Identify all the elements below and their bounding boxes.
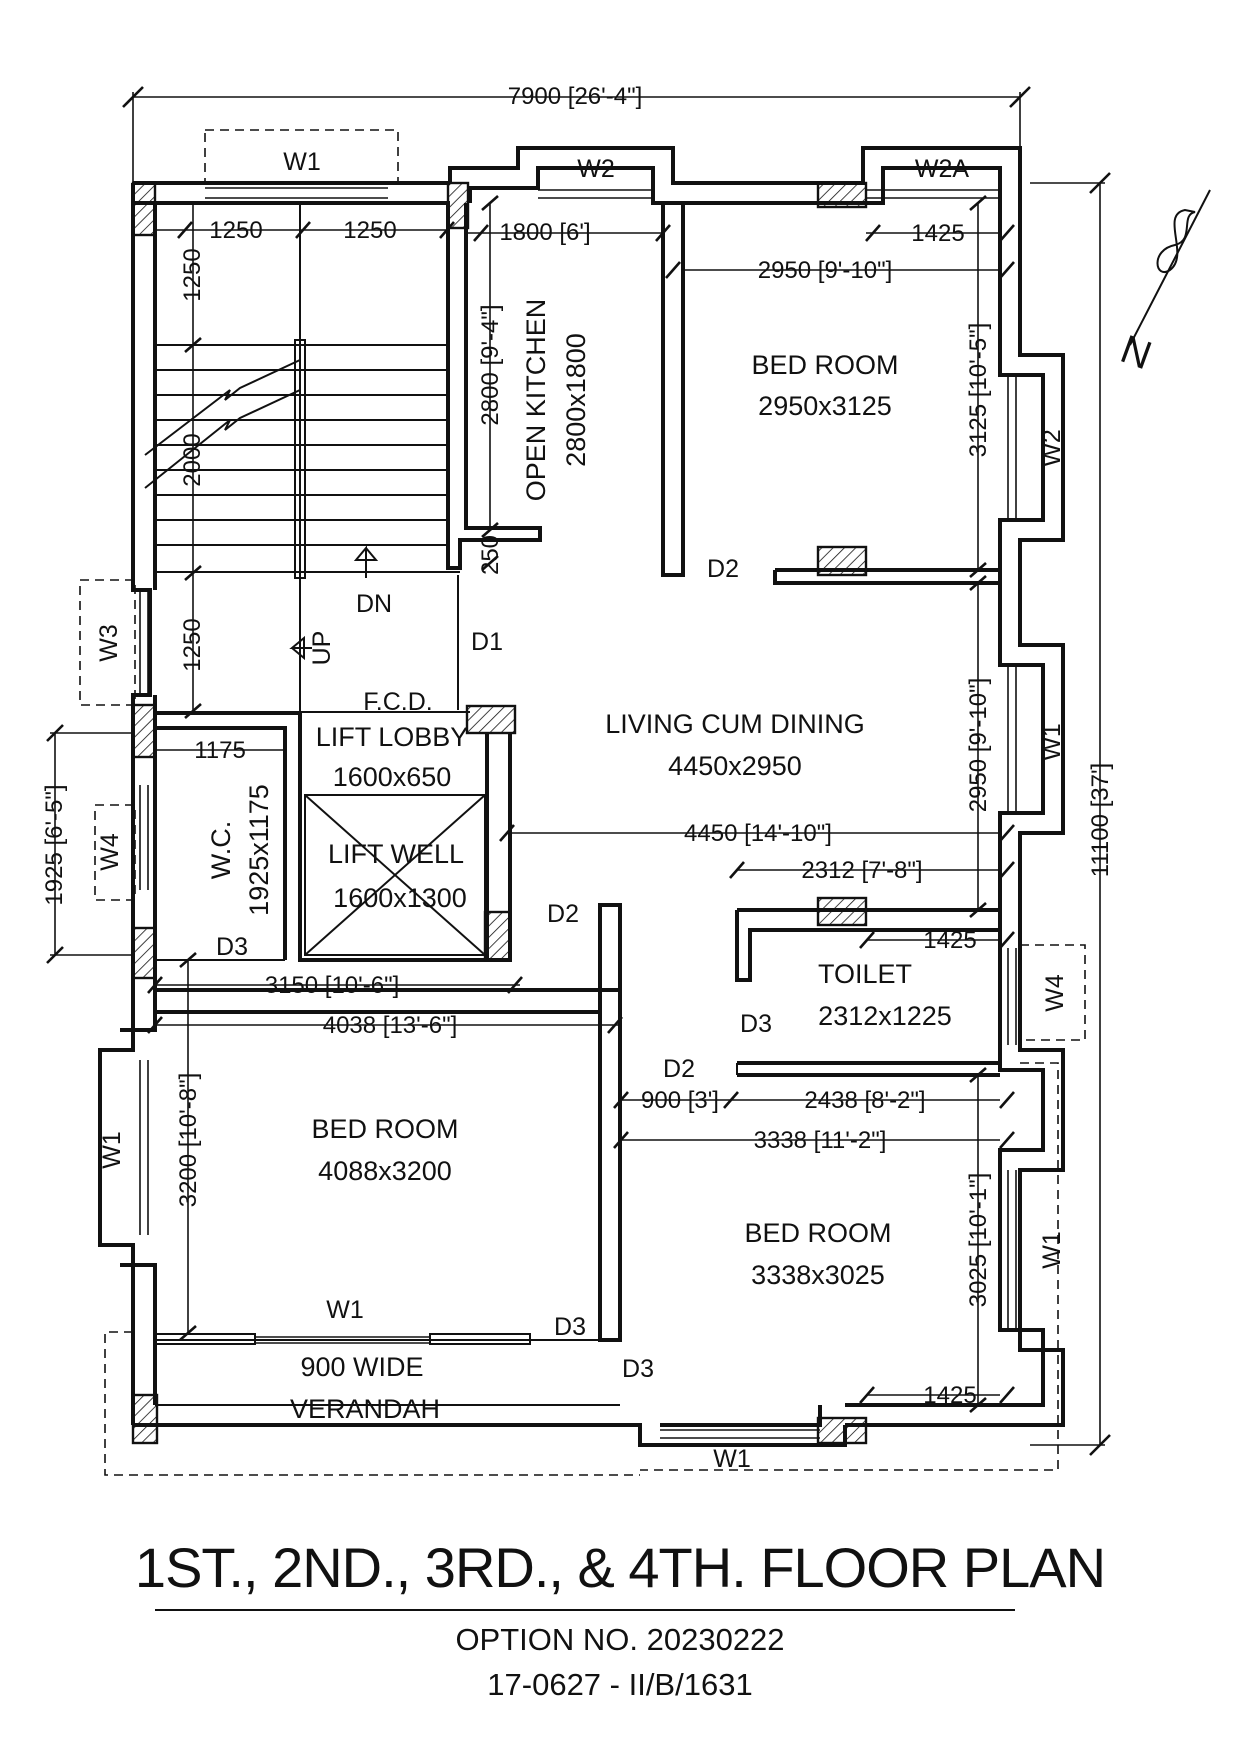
overall-width-dim: 7900 [26'-4"]: [508, 83, 643, 110]
door-d3-verandah: D3: [622, 1355, 654, 1383]
door-d2-lift: D2: [547, 900, 579, 928]
dim-1250-c: 1250: [179, 248, 206, 301]
bed-room-se-name: BED ROOM: [744, 1218, 891, 1248]
dim-2800: 2800 [9'-4"]: [477, 304, 504, 425]
dim-2000: 2000: [179, 433, 206, 486]
lift-lobby-name: LIFT LOBBY: [316, 722, 469, 752]
bed-room-sw-size: 4088x3200: [318, 1156, 452, 1186]
dim-1250-d: 1250: [179, 618, 206, 671]
dim-4450: 4450 [14'-10"]: [684, 820, 832, 847]
north-arrow-icon: N: [1115, 189, 1211, 378]
dim-1425-bottom: 1425: [923, 1382, 976, 1409]
title-underline: [155, 1609, 1015, 1611]
window-w1-left: W1: [98, 1131, 126, 1169]
dim-3200: 3200 [10'-8"]: [175, 1073, 202, 1208]
window-w4-left: W4: [96, 833, 124, 871]
window-w2-top: W2: [577, 155, 615, 183]
door-d2-ne: D2: [707, 555, 739, 583]
dim-1800: 1800 [6']: [499, 219, 590, 246]
dim-900: 900 [3']: [641, 1087, 719, 1114]
door-d2-se: D2: [663, 1055, 695, 1083]
interior-walls: [155, 203, 1002, 1342]
open-kitchen-size: 2800x1800: [561, 333, 591, 467]
dim-3338: 3338 [11'-2"]: [754, 1127, 887, 1154]
dimension-lines: [46, 86, 1111, 1456]
dim-1425-top: 1425: [911, 220, 964, 247]
window-w3-left: W3: [95, 624, 123, 662]
windows: [79, 129, 1086, 1476]
plan-labels: 7900 [26'-4"] 11100 [37'] 1250 1250 1250…: [41, 83, 1114, 1473]
fcd-label: F.C.D.: [363, 688, 432, 716]
dim-1925: 1925 [6'-5"]: [41, 784, 68, 905]
window-w1-bottom: W1: [713, 1445, 751, 1473]
dim-1250-b: 1250: [343, 217, 396, 244]
verandah-line2: VERANDAH: [290, 1394, 440, 1424]
window-w2-right: W2: [1038, 429, 1066, 467]
wc-size: 1925x1175: [244, 784, 274, 916]
dim-2950-h: 2950 [9'-10"]: [965, 678, 992, 813]
bed-room-se-size: 3338x3025: [751, 1260, 885, 1290]
toilet-size: 2312x1225: [818, 1001, 952, 1031]
drawing-title: 1ST., 2ND., 3RD., & 4TH. FLOOR PLAN: [134, 1536, 1106, 1599]
window-w2a-top: W2A: [915, 155, 970, 183]
bed-room-sw-name: BED ROOM: [311, 1114, 458, 1144]
living-size: 4450x2950: [668, 751, 802, 781]
lift-well: [304, 794, 486, 956]
wc-name: W.C.: [206, 821, 236, 880]
dim-3025: 3025 [10'-1"]: [965, 1173, 992, 1308]
staircase: [144, 203, 470, 713]
lift-well-size: 1600x1300: [333, 883, 467, 913]
dim-3125: 3125 [10'-5"]: [965, 323, 992, 458]
option-number: OPTION NO. 20230222: [455, 1622, 785, 1657]
window-w1-bedroom: W1: [326, 1296, 364, 1324]
outer-walls: [98, 146, 1065, 1447]
stair-up-label: UP: [308, 631, 336, 666]
dim-1425-mid: 1425: [923, 927, 976, 954]
bed-room-ne-size: 2950x3125: [758, 391, 892, 421]
dim-3150: 3150 [10'-6"]: [265, 972, 400, 999]
window-w1-right-lower: W1: [1038, 1231, 1066, 1269]
living-name: LIVING CUM DINING: [605, 709, 865, 739]
dim-4038: 4038 [13'-6"]: [323, 1012, 458, 1039]
overall-height-dim: 11100 [37']: [1087, 763, 1114, 877]
stair-dn-label: DN: [356, 590, 392, 618]
dim-1250-a: 1250: [209, 217, 262, 244]
bed-room-ne-name: BED ROOM: [751, 350, 898, 380]
columns: [131, 181, 868, 1445]
window-w1-right: W1: [1038, 723, 1066, 761]
window-w4-right: W4: [1041, 974, 1069, 1012]
dim-250: 250: [477, 535, 504, 575]
dim-2312: 2312 [7'-8"]: [801, 857, 922, 884]
dim-2950-w: 2950 [9'-10"]: [758, 257, 893, 284]
door-d3-bed: D3: [554, 1313, 586, 1341]
svg-text:N: N: [1115, 327, 1157, 378]
door-d3-toilet: D3: [740, 1010, 772, 1038]
floor-plan-drawing: N 7900 [26'-4"] 11100 [37'] 1250 1250 12…: [41, 83, 1211, 1476]
door-d3-wc: D3: [216, 933, 248, 961]
dim-1175: 1175: [194, 737, 246, 764]
lift-lobby-size: 1600x650: [333, 762, 452, 792]
dim-2438: 2438 [8'-2"]: [804, 1087, 925, 1114]
open-kitchen-name: OPEN KITCHEN: [521, 299, 551, 502]
lift-well-name: LIFT WELL: [328, 839, 464, 869]
reference-number: 17-0627 - II/B/1631: [487, 1667, 753, 1702]
window-w1-top: W1: [283, 148, 321, 176]
toilet-name: TOILET: [818, 959, 912, 989]
door-d1: D1: [471, 628, 503, 656]
verandah-line1: 900 WIDE: [300, 1352, 423, 1382]
